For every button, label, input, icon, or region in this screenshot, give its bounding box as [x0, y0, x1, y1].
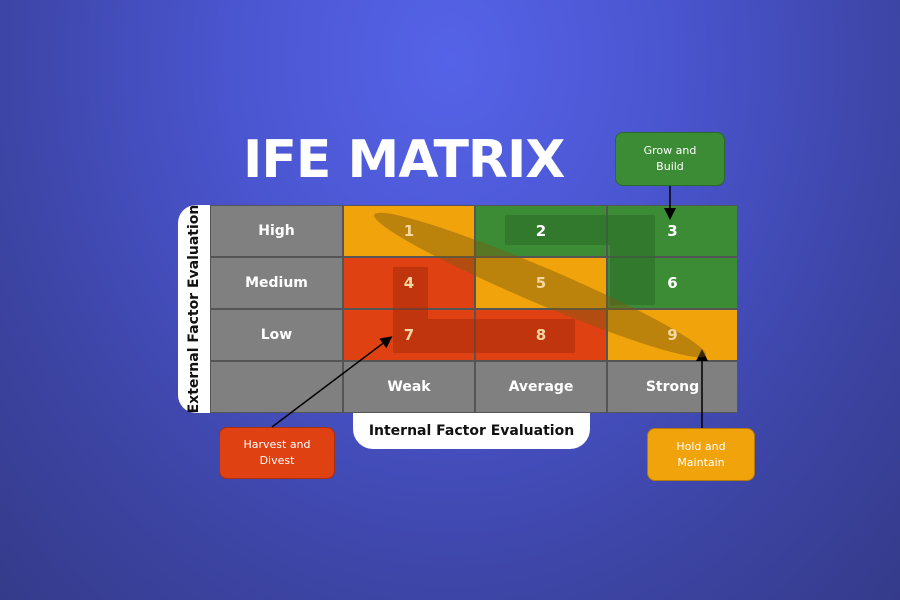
- x-axis-label: Internal Factor Evaluation: [353, 413, 590, 449]
- row-header-medium: Medium: [210, 257, 343, 309]
- col-header-average: Average: [475, 361, 607, 413]
- cell-9: 9: [607, 309, 738, 361]
- row-header-low: Low: [210, 309, 343, 361]
- arrow-harvest: [271, 336, 393, 428]
- col-header-strong: Strong: [607, 361, 738, 413]
- y-axis-label: External Factor Evaluation: [178, 205, 210, 413]
- col-header-weak: Weak: [343, 361, 475, 413]
- row-header-high: High: [210, 205, 343, 257]
- corner-cell: [210, 361, 343, 413]
- page-title: IFE MATRIX: [243, 130, 565, 190]
- cell-1: 1: [343, 205, 475, 257]
